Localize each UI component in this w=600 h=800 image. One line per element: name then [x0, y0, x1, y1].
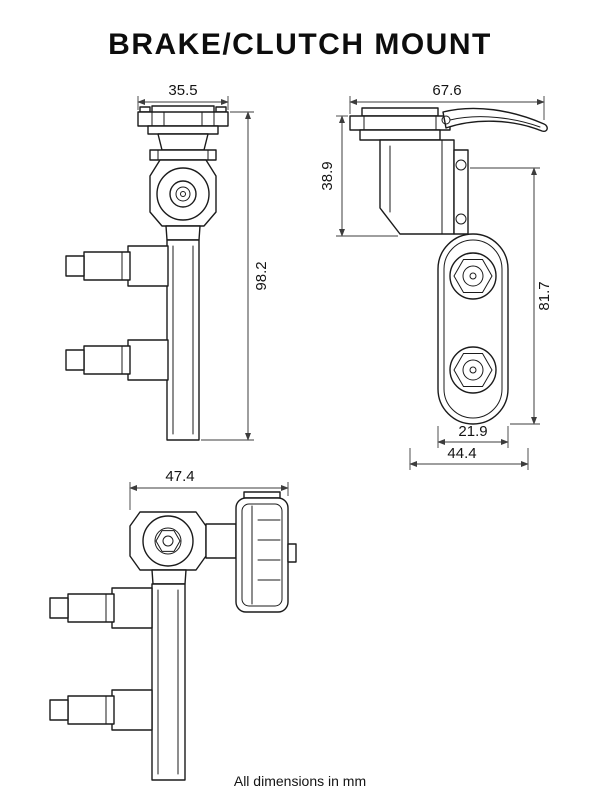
dimension-side-base-width: 44.4 — [409, 445, 529, 470]
handlebar-stud — [65, 245, 169, 287]
dimension-side-overall-width: 67.6 — [349, 82, 545, 120]
side-slot-plate — [437, 233, 509, 425]
handlebar-stud — [49, 689, 153, 731]
rotated-neck — [205, 523, 237, 559]
front-quadlock-plate — [137, 105, 229, 161]
side-slot-width-label: 21.9 — [458, 423, 487, 440]
front-height-label: 98.2 — [253, 261, 270, 290]
side-view: 67.6 38.9 81.7 21.9 44.4 — [319, 82, 553, 470]
page-title: BRAKE/CLUTCH MOUNT — [108, 28, 492, 61]
rotated-ball-joint — [129, 511, 207, 571]
rotated-quadlock-socket — [235, 491, 297, 613]
hex-bolt — [449, 252, 497, 300]
side-body-height-label: 81.7 — [536, 281, 553, 310]
rotated-mount-arm — [151, 569, 187, 781]
dimension-front-width: 35.5 — [137, 82, 229, 110]
front-view: 35.5 98.2 — [65, 82, 270, 441]
side-quadlock-plate — [349, 107, 451, 141]
dimension-side-slot-width: 21.9 — [437, 423, 509, 448]
footer-note: All dimensions in mm — [234, 773, 366, 789]
front-ball-joint — [149, 159, 217, 227]
side-base-width-label: 44.4 — [447, 445, 476, 462]
dimension-side-body-height: 81.7 — [470, 167, 553, 425]
side-overall-width-label: 67.6 — [432, 82, 461, 99]
dimension-front-height: 98.2 — [201, 111, 270, 441]
rotated-view: 47.4 — [49, 468, 297, 781]
dimension-rotated-width: 47.4 — [129, 468, 289, 510]
front-mount-arm — [165, 225, 201, 441]
rotated-width-label: 47.4 — [165, 468, 194, 485]
side-mount-body — [379, 139, 469, 235]
hex-bolt — [449, 346, 497, 394]
side-head-height-label: 38.9 — [319, 161, 336, 190]
handlebar-stud — [65, 339, 169, 381]
dimension-side-head-height: 38.9 — [319, 115, 398, 237]
handlebar-stud — [49, 587, 153, 629]
front-width-label: 35.5 — [168, 82, 197, 99]
side-lever-blade — [441, 107, 548, 133]
